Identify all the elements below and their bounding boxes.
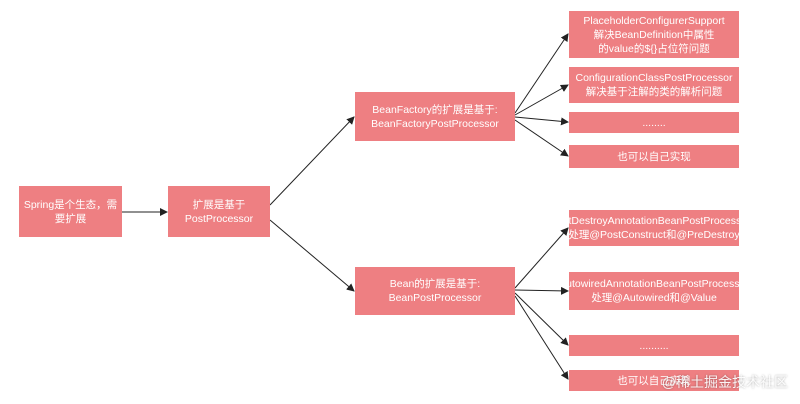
node-spring-ecosystem: Spring是个生态，需要扩展 xyxy=(19,186,122,237)
edge-extension-beanfactory xyxy=(269,116,355,206)
node-init-destroy-annotation-bpp-label: InitDestroyAnnotationBeanPostProcessor 处… xyxy=(557,215,751,241)
node-bean-extension-label: Bean的扩展是基于: BeanPostProcessor xyxy=(388,278,482,304)
node-init-destroy-annotation-bpp: InitDestroyAnnotationBeanPostProcessor 处… xyxy=(557,210,751,246)
edge-bean-dots xyxy=(514,292,569,346)
edge-bf-self xyxy=(514,119,569,157)
node-beanfactory-ellipsis: ........ xyxy=(569,112,739,133)
node-placeholder-configurer-support: PlaceholderConfigurerSupport 解决BeanDefin… xyxy=(569,11,739,58)
edge-bf-dots xyxy=(514,116,569,126)
watermark: @稀土掘金技术社区 xyxy=(662,372,788,392)
node-bean-custom: 也可以自己实现 xyxy=(569,370,739,391)
node-spring-ecosystem-label: Spring是个生态，需要扩展 xyxy=(23,198,118,225)
node-placeholder-configurer-support-label: PlaceholderConfigurerSupport 解决BeanDefin… xyxy=(583,14,725,55)
node-autowired-annotation-bpp-label: AutowiredAnnotationBeanPostProcessor 处理@… xyxy=(559,278,749,304)
edge-bean-idabpp xyxy=(514,227,569,289)
node-beanfactory-custom-label: 也可以自己实现 xyxy=(617,150,691,163)
node-bean-ellipsis: .......... xyxy=(569,335,739,356)
node-extension-postprocessor-label: 扩展是基于 PostProcessor xyxy=(184,198,254,225)
node-autowired-annotation-bpp: AutowiredAnnotationBeanPostProcessor 处理@… xyxy=(559,272,749,310)
node-configuration-class-post-processor: ConfigurationClassPostProcessor 解决基于注解的类… xyxy=(569,67,739,103)
node-beanfactory-custom: 也可以自己实现 xyxy=(569,145,739,168)
node-extension-postprocessor: 扩展是基于 PostProcessor xyxy=(168,186,270,237)
node-beanfactory-ellipsis-label: ........ xyxy=(642,116,666,129)
edge-extension-bean xyxy=(269,219,355,292)
node-bean-ellipsis-label: .......... xyxy=(639,339,669,352)
node-configuration-class-post-processor-label: ConfigurationClassPostProcessor 解决基于注解的类… xyxy=(575,72,733,98)
watermark-text: @稀土掘金技术社区 xyxy=(661,374,788,390)
node-bean-extension: Bean的扩展是基于: BeanPostProcessor xyxy=(355,267,515,315)
node-beanfactory-extension-label: BeanFactory的扩展是基于: BeanFactoryPostProces… xyxy=(371,103,499,130)
edge-bean-self xyxy=(514,295,569,380)
node-beanfactory-extension: BeanFactory的扩展是基于: BeanFactoryPostProces… xyxy=(355,92,515,141)
edge-bf-ccpp xyxy=(514,84,569,116)
node-bean-custom-label: 也可以自己实现 xyxy=(617,374,691,387)
edge-bean-aabpp xyxy=(514,286,569,295)
edge-bf-pcs xyxy=(514,33,569,114)
